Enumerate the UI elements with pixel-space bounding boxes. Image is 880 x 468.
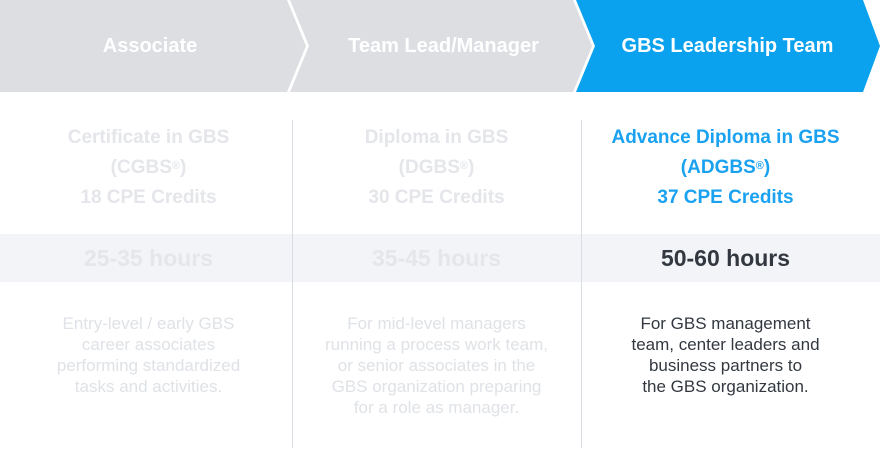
hours-label: 35-45 hours [371, 244, 502, 271]
certificate-abbreviation: (ADGBS®) [680, 157, 771, 178]
description: For mid-level managers running a process… [293, 313, 580, 418]
description-line: team, center leaders and [631, 335, 820, 354]
certificate-block: Advance Diploma in GBS (ADGBS®) 37 CPE C… [582, 123, 869, 213]
certificate-name: Diploma in GBS [364, 127, 509, 148]
description-line: running a process work team, [325, 335, 548, 354]
step-associate-label[interactable]: Associate [102, 34, 198, 57]
career-path-stepper: Associate Team Lead/Manager GBS Leadersh… [0, 0, 880, 92]
description-line: the GBS organization. [642, 377, 809, 396]
certificate-block: Diploma in GBS (DGBS®) 30 CPE Credits [293, 123, 580, 213]
hours-band [0, 234, 880, 282]
description-line: career associates [81, 335, 216, 354]
description-line: GBS organization preparing [331, 377, 542, 396]
certificate-block: Certificate in GBS (CGBS®) 18 CPE Credit… [5, 123, 292, 213]
column-leadership: Advance Diploma in GBS (ADGBS®) 37 CPE C… [582, 0, 869, 468]
registered-mark: ® [459, 160, 468, 172]
certificate-abbreviation: (CGBS®) [110, 157, 187, 178]
description: Entry-level / early GBS career associate… [5, 313, 292, 397]
step-team-lead-shape[interactable] [290, 0, 592, 92]
registered-mark: ® [171, 160, 180, 172]
cpe-credits: 30 CPE Credits [368, 187, 505, 208]
cpe-credits: 37 CPE Credits [657, 187, 794, 208]
step-leadership-label[interactable]: GBS Leadership Team [621, 34, 834, 57]
column-divider [292, 120, 293, 448]
column-divider [581, 120, 582, 448]
description-line: or senior associates in the [337, 356, 536, 375]
column-team-lead: Diploma in GBS (DGBS®) 30 CPE Credits 35… [293, 0, 580, 468]
registered-mark: ® [755, 160, 764, 172]
description-line: performing standardized [56, 356, 241, 375]
stepper-shapes [0, 0, 880, 92]
certificate-name: Advance Diploma in GBS [611, 127, 840, 148]
hours-label: 25-35 hours [83, 244, 214, 271]
step-team-lead-label[interactable]: Team Lead/Manager [348, 34, 539, 57]
step-leadership-shape[interactable] [576, 0, 880, 92]
hours-label: 50-60 hours [660, 244, 791, 271]
description-line: For mid-level managers [347, 314, 526, 333]
certificate-name: Certificate in GBS [67, 127, 230, 148]
column-associate: Certificate in GBS (CGBS®) 18 CPE Credit… [5, 0, 292, 468]
description: For GBS management team, center leaders … [582, 313, 869, 397]
certificate-abbreviation: (DGBS®) [398, 157, 475, 178]
description-line: Entry-level / early GBS [62, 314, 235, 333]
description-line: tasks and activities. [74, 377, 223, 396]
step-associate-shape[interactable] [0, 0, 306, 92]
description-line: business partners to [648, 356, 803, 375]
cpe-credits: 18 CPE Credits [80, 187, 217, 208]
description-line: for a role as manager. [353, 398, 520, 417]
description-line: For GBS management [640, 314, 811, 333]
